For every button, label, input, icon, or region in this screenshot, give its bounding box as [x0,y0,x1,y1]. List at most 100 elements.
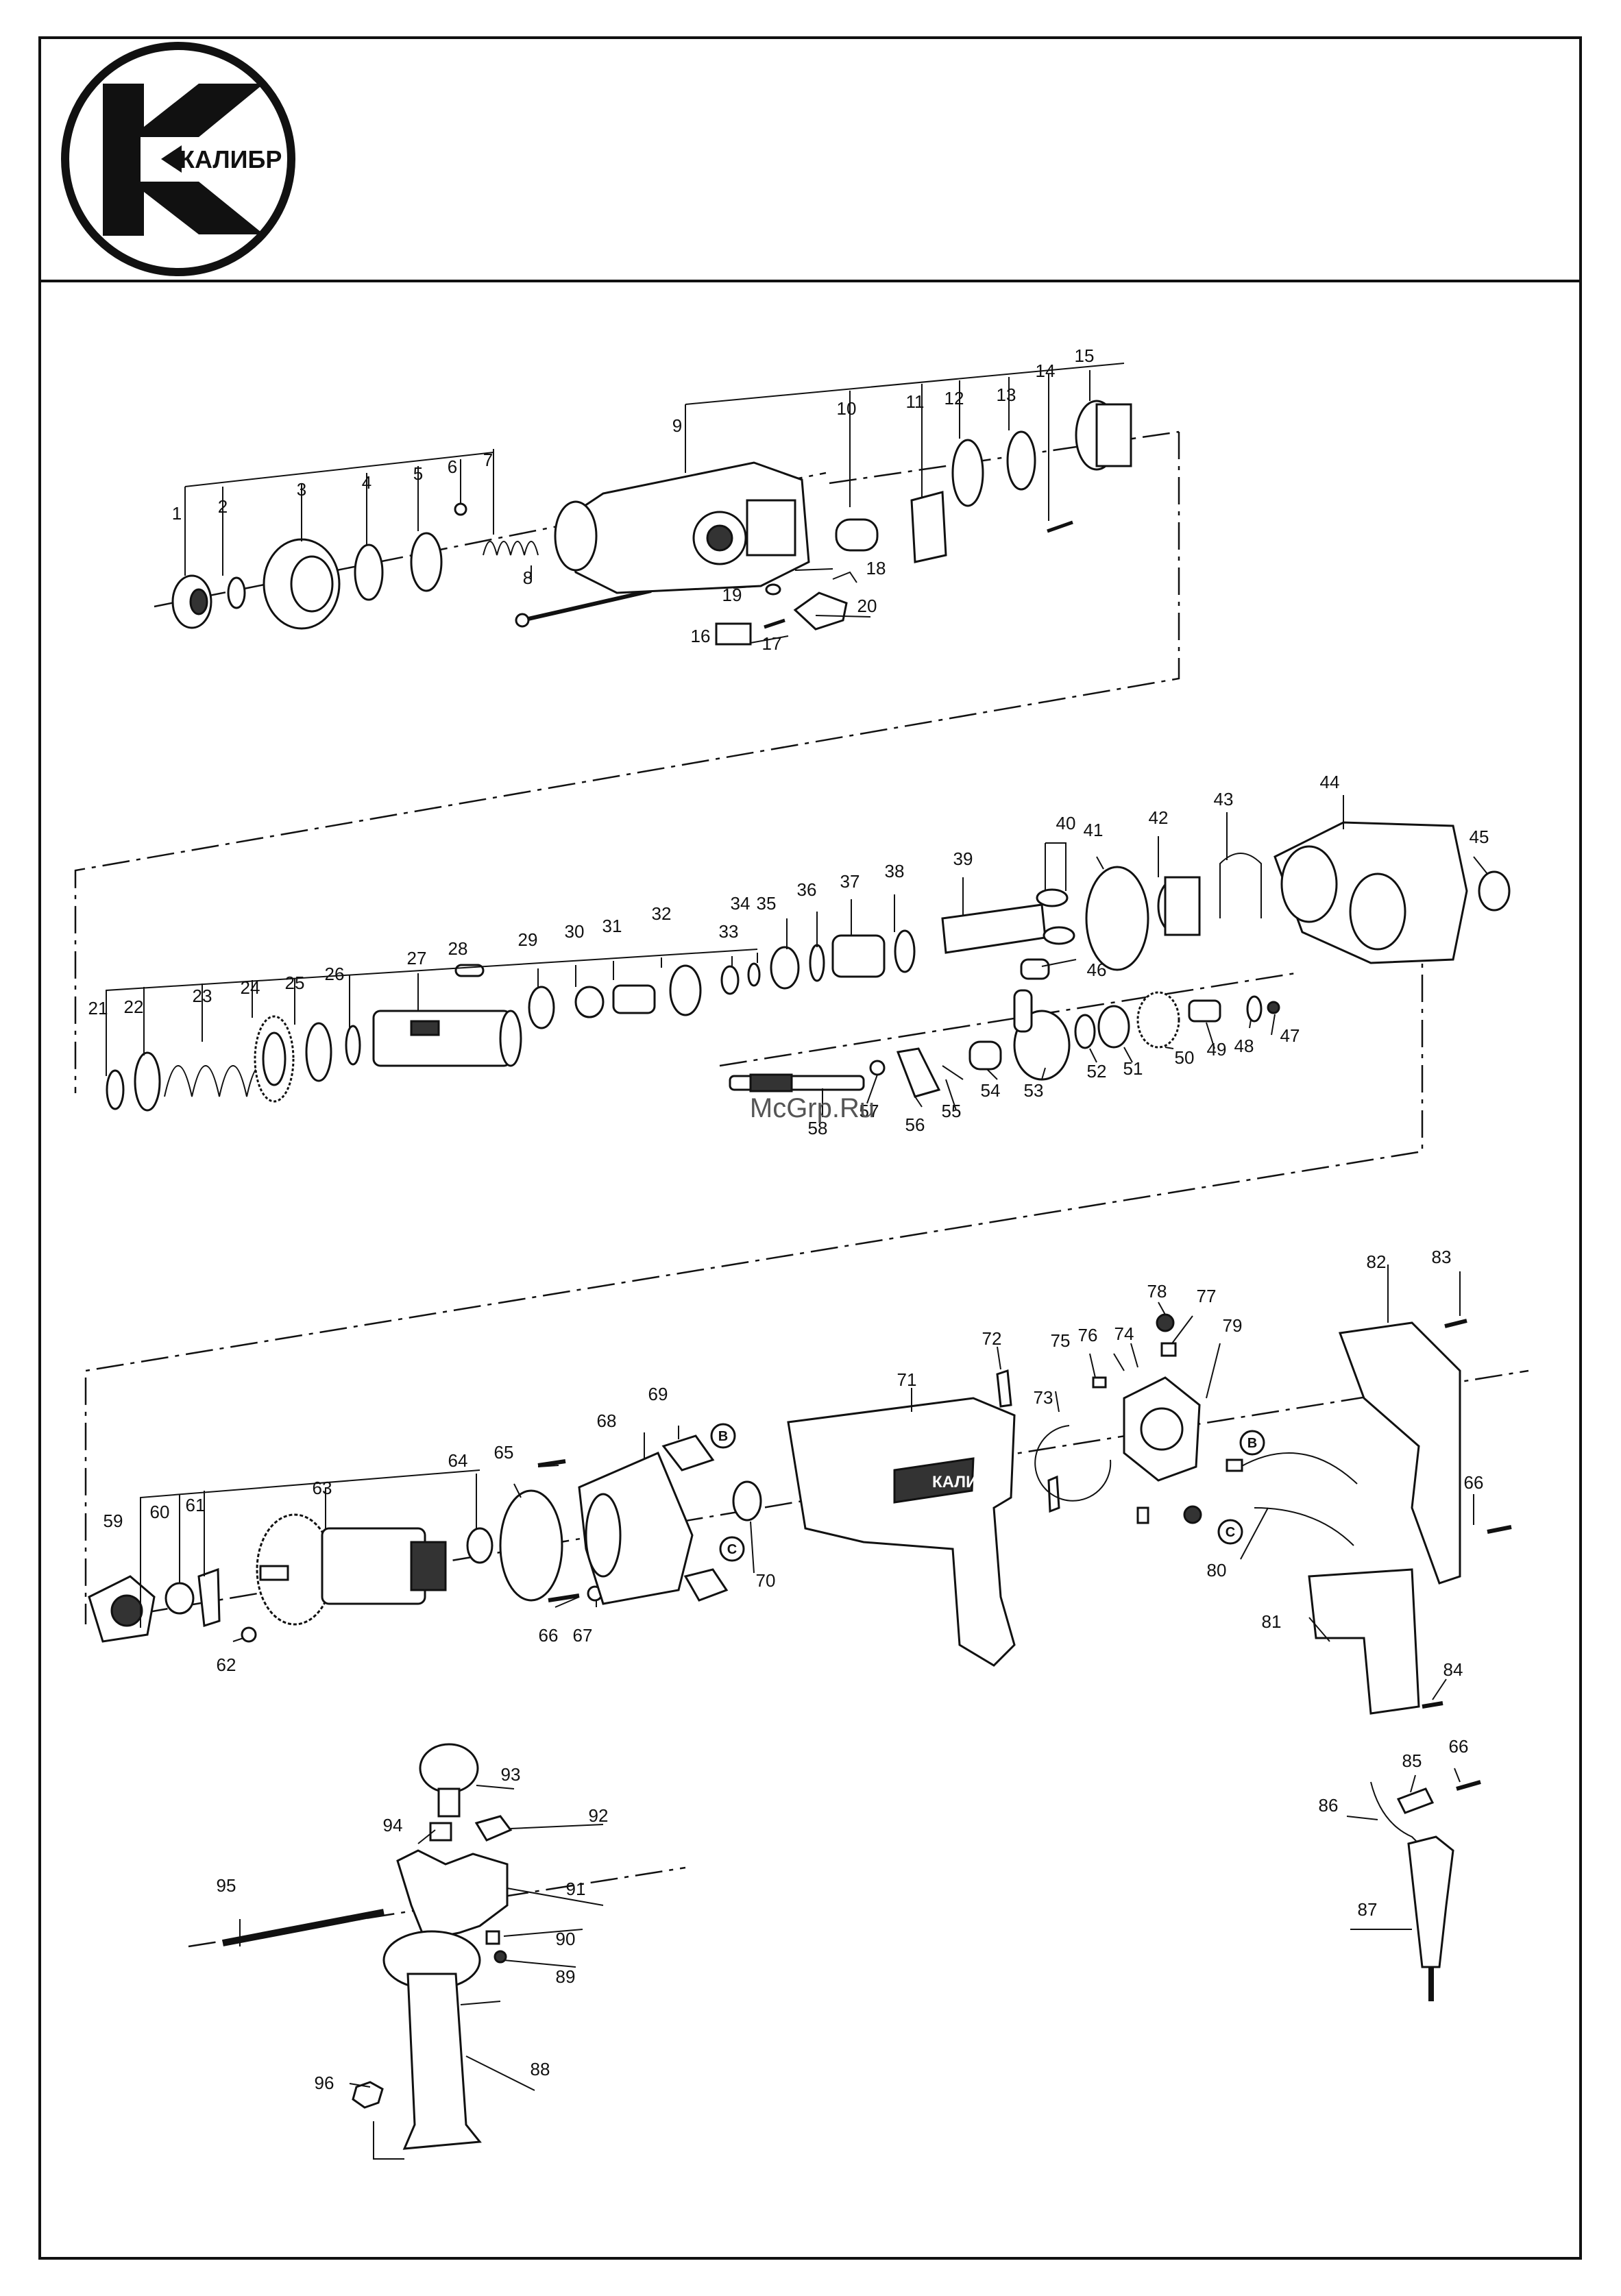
part-25-ring [305,1022,332,1082]
part-5-ring [410,532,443,592]
part-35-ring [770,946,800,990]
callout-9: 9 [672,415,682,436]
callout-32: 32 [652,903,672,924]
callout-17: 17 [762,633,782,654]
callout-4: 4 [362,472,371,493]
section-4-parts [222,1743,513,2150]
callout-69: 69 [648,1384,668,1404]
callout-82: 82 [1367,1251,1387,1272]
callout-60: 60 [150,1502,170,1522]
part-73-brush [1047,1475,1060,1513]
part-20-switch-knob [793,591,848,631]
part-40-oring [1036,888,1075,945]
callout-8: 8 [523,567,533,588]
callout-90: 90 [556,1929,576,1949]
part-22-ring [134,1051,161,1112]
part-30-striker [574,986,605,1018]
callout-19: 19 [722,585,742,605]
part-74-brush-b [1136,1505,1202,1524]
part-24-gear [254,1015,295,1103]
part-27-barrel [372,1010,522,1067]
page-frame [38,36,1582,2260]
callout-86: 86 [1319,1795,1339,1816]
part-70-bearing [732,1480,762,1522]
part-37-piston [831,934,886,978]
part-54-sleeve [968,1040,1002,1071]
callout-25: 25 [285,973,305,993]
callout-29: 29 [518,929,538,950]
callout-68: 68 [597,1410,617,1431]
part-71-motor-housing: КАЛИБР [787,1397,1016,1667]
callout-85: 85 [1402,1750,1422,1771]
part-36-ring [809,944,825,982]
part-45-ring [1478,870,1511,912]
callout-37: 37 [840,871,860,892]
part-65-baffle [499,1489,563,1602]
callout-15: 15 [1075,345,1095,366]
part-38-ring [894,929,916,973]
part-17-spring [764,618,785,629]
callout-74: 74 [1114,1323,1134,1344]
callout-41: 41 [1084,820,1104,840]
callout-67: 67 [573,1625,593,1646]
part-16-block [715,622,752,646]
part-6-ball [454,502,467,516]
part-39-cylinder [941,903,1047,954]
callout-39: 39 [953,848,973,869]
part-4-ring [354,544,384,601]
callout-75: 75 [1051,1330,1071,1351]
callout-56: 56 [905,1114,925,1135]
callout-64: 64 [448,1450,468,1471]
callout-52: 52 [1087,1061,1107,1082]
callout-72: 72 [982,1328,1002,1349]
part-63-armature [256,1513,447,1626]
part-68-stator [578,1452,694,1605]
marker-b-1-text: B [718,1429,728,1444]
callout-24: 24 [241,977,260,998]
marker-c-2: C [1217,1519,1243,1545]
part-9-gear-housing [554,461,810,594]
callout-5: 5 [413,463,423,484]
part-43-clip [1219,853,1262,918]
part-47-nut [1267,1001,1280,1014]
part-42-bushing [1157,876,1201,936]
brand-logo: КАЛИБР [61,42,295,276]
callout-66c: 66 [1449,1736,1469,1757]
part-52-ring [1074,1014,1096,1049]
part-10-bushing [835,518,879,552]
marker-c-1-text: C [727,1542,737,1557]
part-53-wobble-bearing [1013,989,1071,1081]
callout-49: 49 [1207,1039,1227,1060]
part-93-clamp-band [419,1743,479,1818]
callout-31: 31 [602,916,622,936]
callout-94: 94 [383,1815,403,1835]
callout-27: 27 [407,948,427,968]
part-3-sleeve [263,538,341,630]
watermark: McGrp.Ru [750,1093,875,1123]
callout-81: 81 [1262,1611,1282,1632]
part-57-washer [869,1060,886,1076]
callout-26: 26 [325,964,345,984]
logo-text: КАЛИБР [180,145,282,173]
part-75-ring [1034,1425,1112,1502]
callout-63: 63 [313,1478,332,1498]
callout-92: 92 [589,1805,609,1826]
part-13-ring [1006,430,1036,491]
part-79-brush-holder [1123,1376,1201,1482]
part-81-switch [1308,1568,1420,1715]
part-59-bearing-cap [88,1575,156,1643]
callout-2: 2 [218,496,228,517]
part-31-piston [612,984,656,1014]
part-48-washer [1246,995,1263,1023]
section-3-parts: КАЛИБР B C B C [88,1313,1512,2001]
part-66-screw-b [1456,1525,1512,1791]
callout-79: 79 [1223,1315,1243,1336]
part-78-cap [1156,1313,1175,1332]
part-76-spring [1092,1376,1107,1389]
callout-34: 34 [731,893,751,914]
callout-84: 84 [1443,1659,1463,1680]
callout-65: 65 [494,1442,514,1463]
callout-1: 1 [172,503,182,524]
part-21-ring [106,1069,125,1110]
